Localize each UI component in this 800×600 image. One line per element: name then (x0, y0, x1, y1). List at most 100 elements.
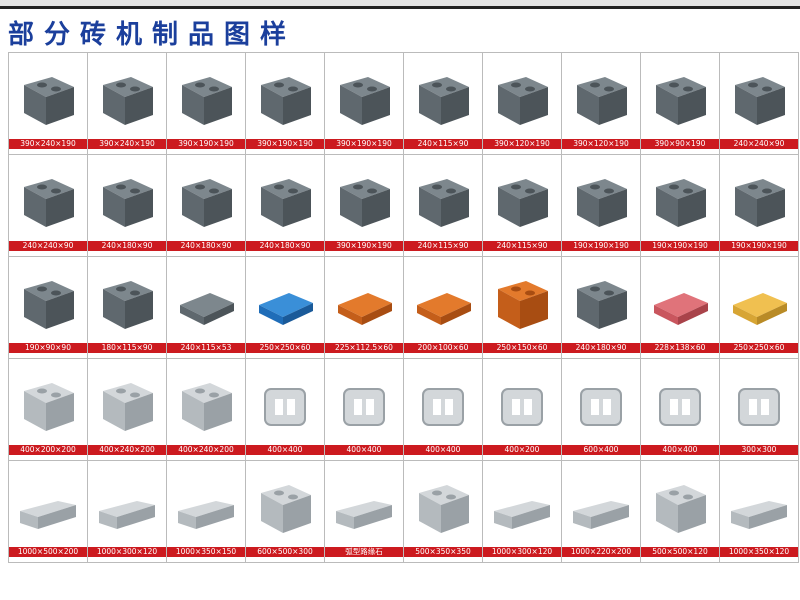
product-size-label: 225×112.5×60 (325, 343, 403, 353)
product-cell: 190×190×190 (641, 155, 720, 257)
product-image (338, 293, 392, 325)
product-size-label: 500×500×120 (641, 547, 719, 557)
product-image (501, 388, 543, 426)
product-cell: 240×115×90 (404, 53, 483, 155)
product-size-label: 240×115×53 (167, 343, 245, 353)
product-size-label: 500×350×350 (404, 547, 482, 557)
product-size-label: 1000×350×120 (720, 547, 798, 557)
product-size-label: 300×300 (720, 445, 798, 455)
product-cell: 390×190×190 (325, 155, 404, 257)
product-size-label: 1000×300×120 (483, 547, 561, 557)
product-size-label: 390×90×190 (641, 139, 719, 149)
product-cell: 390×190×190 (246, 53, 325, 155)
product-image (24, 77, 74, 125)
product-cell: 400×240×200 (167, 359, 246, 461)
product-cell: 228×138×60 (641, 257, 720, 359)
product-cell: 390×120×190 (483, 53, 562, 155)
product-size-label: 240×180×90 (246, 241, 324, 251)
product-image (182, 179, 232, 227)
product-image (419, 179, 469, 227)
product-size-label: 390×120×190 (483, 139, 561, 149)
product-cell: 600×500×300 (246, 461, 325, 563)
product-image (498, 281, 548, 329)
product-image (264, 388, 306, 426)
product-size-label: 390×190×190 (325, 241, 403, 251)
product-image (343, 388, 385, 426)
product-image (24, 383, 74, 431)
product-image (577, 281, 627, 329)
product-image (261, 77, 311, 125)
product-cell: 190×190×190 (720, 155, 799, 257)
product-image (573, 501, 629, 529)
product-cell: 1000×300×120 (88, 461, 167, 563)
product-cell: 240×180×90 (88, 155, 167, 257)
product-image (735, 179, 785, 227)
product-size-label: 1000×300×120 (88, 547, 166, 557)
product-image (419, 485, 469, 533)
product-cell: 1000×350×150 (167, 461, 246, 563)
product-size-label: 240×115×90 (404, 139, 482, 149)
product-image (656, 485, 706, 533)
product-size-label: 240×180×90 (88, 241, 166, 251)
product-size-label: 400×400 (404, 445, 482, 455)
product-size-label: 240×240×90 (9, 241, 87, 251)
product-size-label: 1000×500×200 (9, 547, 87, 557)
product-image (261, 179, 311, 227)
product-image (103, 179, 153, 227)
product-image (99, 501, 155, 529)
product-image (180, 293, 234, 325)
product-cell: 400×200×200 (9, 359, 88, 461)
product-image (498, 179, 548, 227)
product-image (417, 293, 471, 325)
product-image (577, 179, 627, 227)
product-cell: 400×200 (483, 359, 562, 461)
product-cell: 225×112.5×60 (325, 257, 404, 359)
product-cell: 400×400 (246, 359, 325, 461)
product-size-label: 400×400 (641, 445, 719, 455)
product-image (103, 281, 153, 329)
product-image (731, 501, 787, 529)
product-image (738, 388, 780, 426)
product-cell: 180×115×90 (88, 257, 167, 359)
product-size-label: 190×90×90 (9, 343, 87, 353)
top-bar (0, 0, 800, 6)
product-image (259, 293, 313, 325)
product-cell: 1000×500×200 (9, 461, 88, 563)
product-cell: 弧型路缘石 (325, 461, 404, 563)
product-size-label: 390×240×190 (88, 139, 166, 149)
product-cell: 240×180×90 (562, 257, 641, 359)
product-size-label: 弧型路缘石 (325, 547, 403, 557)
product-image (422, 388, 464, 426)
product-cell: 400×400 (325, 359, 404, 461)
product-size-label: 400×400 (325, 445, 403, 455)
page-title: 部分砖机制品图样 (8, 20, 297, 50)
product-cell: 400×240×200 (88, 359, 167, 461)
product-cell: 390×120×190 (562, 53, 641, 155)
product-cell: 240×240×90 (9, 155, 88, 257)
product-cell: 390×190×190 (325, 53, 404, 155)
top-divider (0, 6, 800, 9)
product-cell: 390×90×190 (641, 53, 720, 155)
product-size-label: 600×400 (562, 445, 640, 455)
product-size-label: 400×240×200 (88, 445, 166, 455)
product-cell: 250×150×60 (483, 257, 562, 359)
product-cell: 390×240×190 (88, 53, 167, 155)
product-size-label: 390×120×190 (562, 139, 640, 149)
product-image (24, 281, 74, 329)
product-cell: 1000×300×120 (483, 461, 562, 563)
product-size-label: 240×180×90 (562, 343, 640, 353)
product-cell: 240×240×90 (720, 53, 799, 155)
product-cell: 240×180×90 (167, 155, 246, 257)
product-image (24, 179, 74, 227)
product-size-label: 250×150×60 (483, 343, 561, 353)
product-size-label: 400×200×200 (9, 445, 87, 455)
product-size-label: 390×190×190 (325, 139, 403, 149)
product-image (659, 388, 701, 426)
product-image (735, 77, 785, 125)
product-image (182, 77, 232, 125)
product-size-label: 240×115×90 (483, 241, 561, 251)
product-image (336, 501, 392, 529)
product-cell: 250×250×60 (246, 257, 325, 359)
product-image (103, 77, 153, 125)
